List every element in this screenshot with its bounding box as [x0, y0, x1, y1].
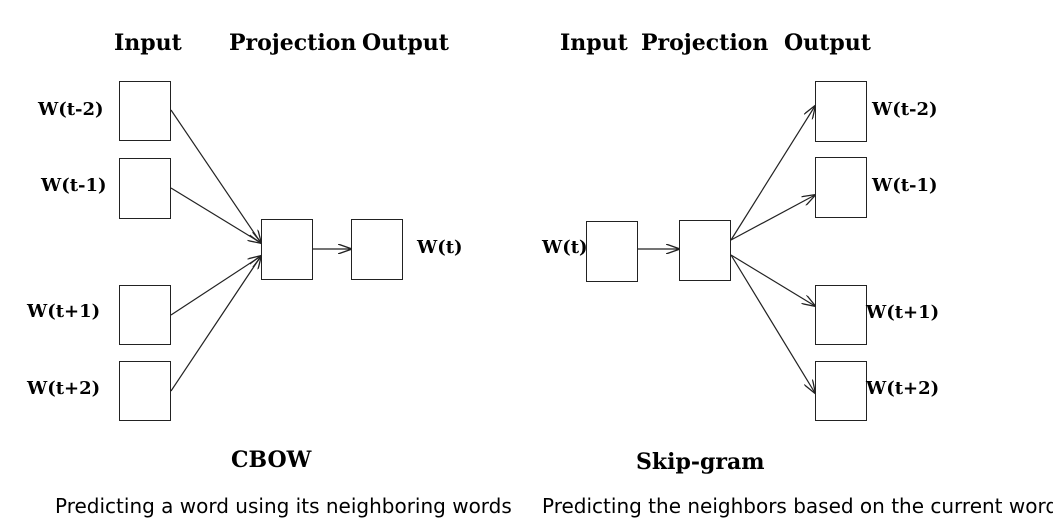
cbow-input-box-3 — [119, 285, 171, 345]
skipgram-arrow-output-4 — [730, 254, 815, 393]
skipgram-input-label: W(t) — [542, 237, 588, 258]
cbow-arrow-input-4 — [170, 256, 261, 392]
cbow-arrow-input-2 — [170, 187, 261, 243]
skipgram-input-box — [586, 221, 638, 282]
skipgram-arrow-output-3 — [730, 254, 815, 306]
cbow-output-label: W(t) — [417, 237, 463, 258]
cbow-header-input: Input — [114, 30, 182, 56]
cbow-output-box — [351, 219, 403, 280]
cbow-input-box-4 — [119, 361, 171, 421]
skipgram-output-box-2 — [815, 157, 867, 218]
skipgram-caption: Predicting the neighbors based on the cu… — [542, 494, 1053, 518]
skipgram-arrow-output-2 — [730, 195, 815, 241]
skipgram-header-projection: Projection — [641, 30, 769, 56]
cbow-arrow-input-3 — [170, 256, 261, 316]
cbow-input-label-1: W(t-2) — [38, 99, 104, 120]
cbow-header-output: Output — [362, 30, 449, 56]
cbow-model-name: CBOW — [231, 447, 312, 473]
cbow-input-label-4: W(t+2) — [27, 378, 101, 399]
skipgram-projection-box — [679, 220, 731, 281]
cbow-header-projection: Projection — [229, 30, 357, 56]
cbow-arrow-input-1 — [170, 109, 261, 243]
skipgram-output-box-1 — [815, 81, 867, 142]
skipgram-model-name: Skip-gram — [636, 449, 765, 475]
skipgram-header-output: Output — [784, 30, 871, 56]
cbow-projection-box — [261, 219, 313, 280]
cbow-input-label-3: W(t+1) — [27, 301, 101, 322]
skipgram-output-box-4 — [815, 361, 867, 421]
cbow-input-box-2 — [119, 158, 171, 219]
skipgram-output-label-1: W(t-2) — [872, 99, 938, 120]
skipgram-output-box-3 — [815, 285, 867, 345]
cbow-input-label-2: W(t-1) — [41, 175, 107, 196]
skipgram-arrow-output-1 — [730, 106, 815, 241]
cbow-caption: Predicting a word using its neighboring … — [55, 494, 512, 518]
skipgram-header-input: Input — [560, 30, 628, 56]
skipgram-output-label-4: W(t+2) — [866, 378, 940, 399]
cbow-input-box-1 — [119, 81, 171, 141]
skipgram-output-label-2: W(t-1) — [872, 175, 938, 196]
skipgram-output-label-3: W(t+1) — [866, 302, 940, 323]
